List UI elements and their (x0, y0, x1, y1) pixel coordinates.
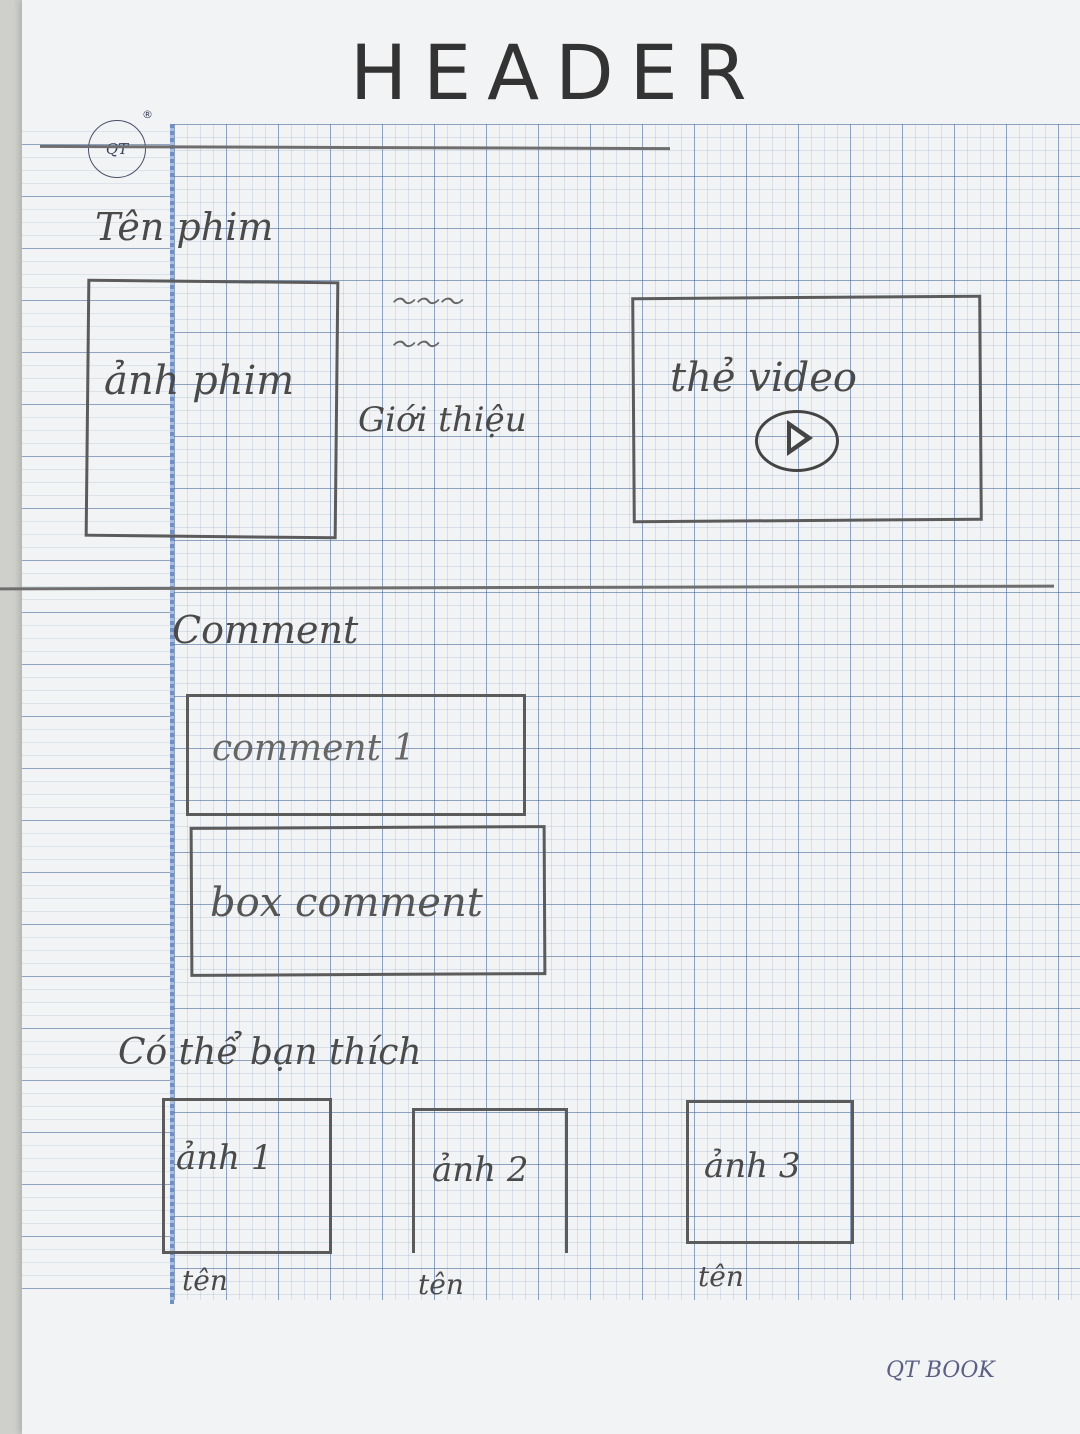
related-item-2-caption: tên (418, 1268, 464, 1301)
related-item-3-caption: tên (698, 1260, 744, 1293)
comments-heading: Comment (172, 608, 359, 652)
related-heading: Có thể bạn thích (118, 1032, 422, 1073)
page-top-margin (22, 0, 1080, 124)
comment-1-box (186, 694, 526, 816)
video-label: thẻ video (670, 355, 857, 401)
qt-logo: QT (88, 120, 146, 178)
notebook-page (22, 0, 1080, 1434)
header-title: HEADER (350, 28, 763, 117)
related-item-3-image[interactable] (686, 1100, 854, 1244)
intro-squiggle: ～～～ (390, 288, 462, 316)
movie-poster-label: ảnh phim (104, 358, 295, 404)
related-item-2-image[interactable] (412, 1108, 568, 1253)
margin-line (170, 124, 174, 1304)
related-item-1-image[interactable] (162, 1098, 332, 1254)
registered-mark: ® (142, 108, 153, 121)
notebook-brand: QT BOOK (886, 1358, 995, 1383)
related-item-1-label: ảnh 1 (176, 1138, 273, 1178)
movie-intro-label: Giới thiệu (358, 400, 527, 440)
movie-poster-box (84, 278, 340, 540)
page-left-margin (22, 124, 172, 1300)
play-icon[interactable] (755, 410, 839, 472)
logo-text: QT (105, 140, 129, 158)
comment-input-label: box comment (210, 880, 483, 926)
intro-squiggle-2: ～～ (390, 331, 438, 359)
related-item-3-label: ảnh 3 (704, 1146, 801, 1186)
page-bottom-margin (22, 1300, 1080, 1434)
video-box[interactable] (631, 294, 983, 524)
comment-1-label: comment 1 (212, 728, 416, 769)
play-triangle-inner (791, 428, 805, 448)
movie-title-label: Tên phim (95, 205, 274, 249)
related-item-2-label: ảnh 2 (432, 1150, 529, 1190)
related-item-1-caption: tên (182, 1264, 228, 1297)
